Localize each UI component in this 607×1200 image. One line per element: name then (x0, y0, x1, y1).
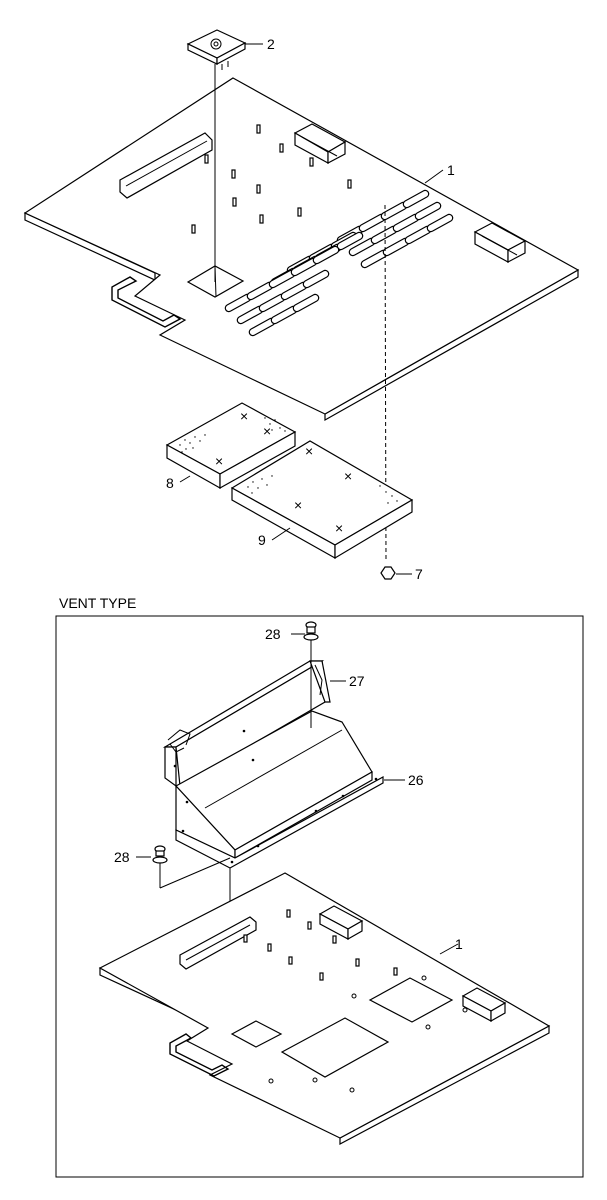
callout-2: 2 (267, 36, 275, 52)
hinge-block-rear (293, 123, 347, 165)
vent-slot (312, 245, 340, 265)
part-26-duct: 26 (175, 710, 424, 869)
svg-text:×: × (263, 423, 271, 439)
callout-7: 7 (415, 566, 423, 582)
callout-26: 26 (408, 772, 424, 788)
vent-type-frame (55, 615, 584, 1178)
svg-text:×: × (305, 443, 313, 459)
vent-slots (224, 189, 454, 337)
part-27-bracket: 27 (162, 659, 365, 788)
hinge-block-right (473, 222, 527, 264)
callout-1-top: 1 (447, 162, 455, 178)
svg-text:×: × (215, 453, 223, 469)
part-7-screw: 7 (380, 566, 423, 582)
callout-9: 9 (258, 532, 266, 548)
front-bracket (119, 132, 213, 199)
vent-assembly: 28 27 (98, 621, 551, 1145)
section-title-vent-type: VENT TYPE (59, 595, 136, 611)
svg-text:×: × (240, 408, 248, 424)
part-8-pad: × × × 8 (165, 402, 297, 491)
callout-28-upper: 28 (265, 626, 281, 642)
callout-28-lower: 28 (114, 849, 130, 865)
vent-slot (426, 213, 454, 233)
callout-1-vent: 1 (455, 936, 463, 952)
base-plate-top (23, 77, 580, 422)
top-assembly: 2 1 × × × 8 (23, 29, 580, 582)
part-28-screw-lower: 28 (114, 845, 231, 889)
part-2-bracket: 2 (186, 29, 275, 282)
callout-27: 27 (349, 673, 365, 689)
base-plate-vent: 1 (98, 872, 551, 1145)
part-28-screw-upper: 28 (265, 621, 319, 655)
vent-slot (292, 293, 320, 313)
svg-text:×: × (294, 497, 302, 513)
svg-text:×: × (335, 520, 343, 536)
vent-slot (414, 201, 442, 221)
callout-8: 8 (166, 475, 174, 491)
part-9-pad: × × × × 9 (230, 440, 414, 560)
vent-slot (302, 269, 330, 289)
vent-slot (402, 189, 430, 209)
svg-text:×: × (344, 468, 352, 484)
mounting-slots (191, 124, 352, 234)
